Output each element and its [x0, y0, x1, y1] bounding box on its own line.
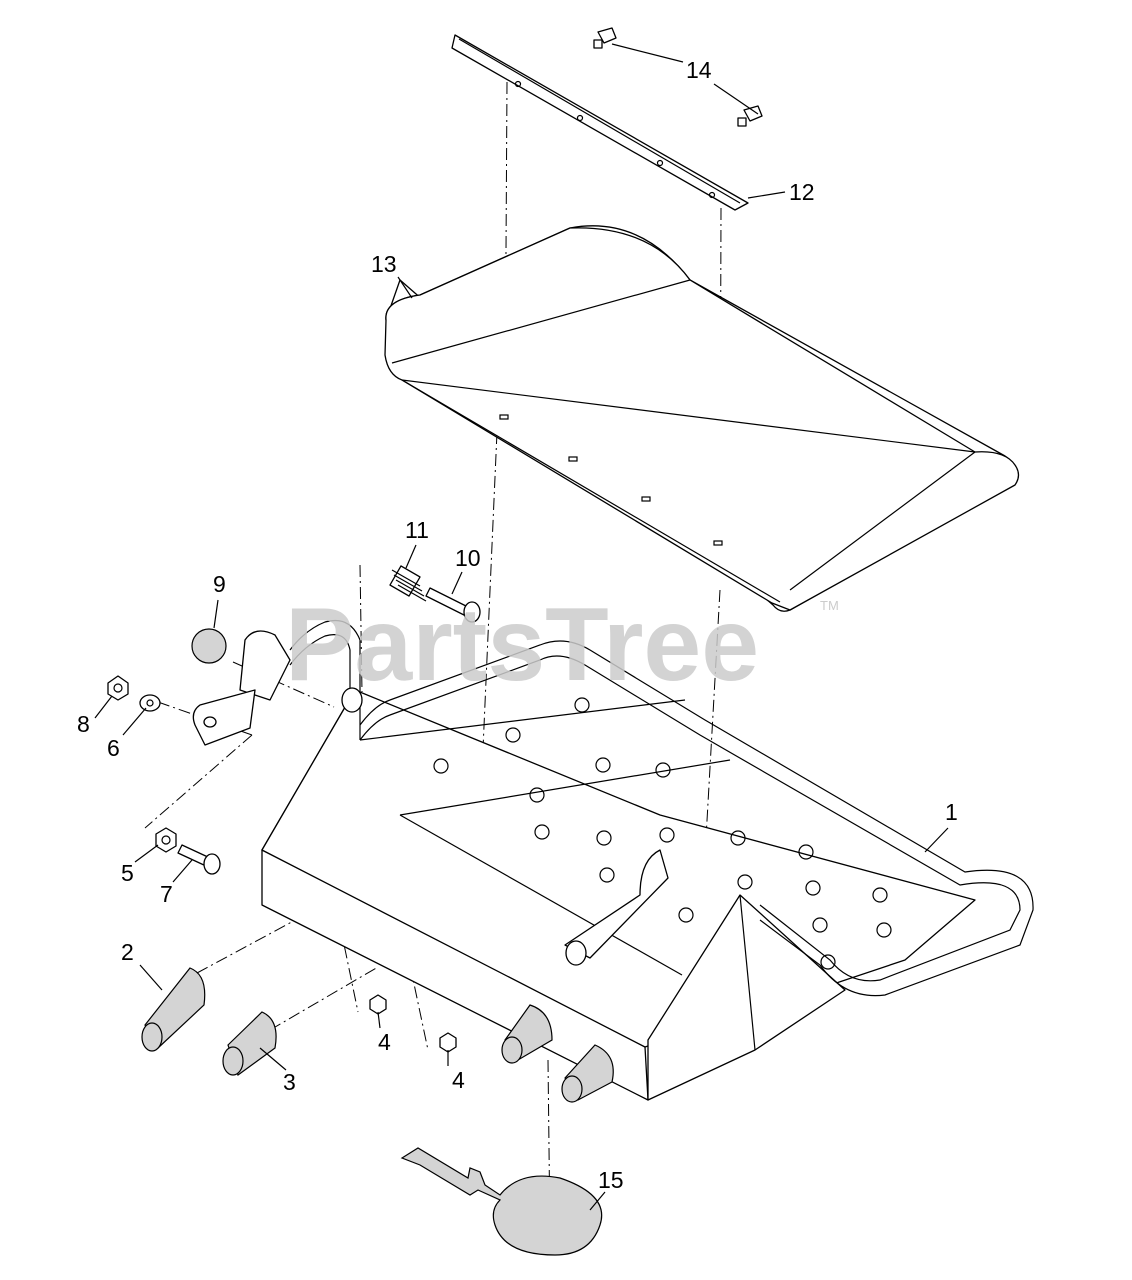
callout-4a: 4 [378, 1029, 391, 1055]
callout-12: 12 [789, 179, 815, 205]
watermark-trademark: TM [820, 598, 839, 613]
bumper-front-1 [501, 1004, 553, 1064]
part-4-nut-b [439, 1032, 457, 1053]
part-7-bolt [177, 844, 221, 875]
part-4-nut-a [369, 994, 387, 1015]
platform-holes [433, 697, 892, 970]
callout-13: 13 [371, 251, 397, 277]
part-12-flap [451, 34, 749, 211]
callout-3: 3 [283, 1069, 296, 1095]
callout-8: 8 [77, 711, 90, 737]
callout-1: 1 [945, 799, 958, 825]
bumper-front-2 [561, 1044, 614, 1103]
part-10-pin [425, 587, 481, 623]
part-2-bumper [141, 967, 206, 1052]
callout-14: 14 [686, 57, 712, 83]
leader-lines [94, 43, 949, 1211]
callout-7: 7 [160, 881, 173, 907]
callout-6: 6 [107, 735, 120, 761]
part-14-bolts [593, 27, 763, 127]
callout-9: 9 [213, 571, 226, 597]
part-8-nut [107, 675, 129, 701]
part-15-decal [400, 1147, 603, 1256]
callout-2: 2 [121, 939, 134, 965]
watermark: PartsTree [285, 587, 759, 703]
rear-hinge-bracket [192, 619, 363, 746]
callout-4b: 4 [452, 1067, 465, 1093]
callout-labels: 1 2 3 4 4 5 6 7 8 9 10 11 12 13 14 15 [77, 57, 958, 1193]
callout-15: 15 [598, 1167, 624, 1193]
part-9-knob [191, 628, 227, 664]
part-5-nut [155, 827, 177, 853]
callout-5: 5 [121, 860, 134, 886]
part-6-washer [139, 694, 161, 712]
callout-10: 10 [455, 545, 481, 571]
part-13-floor-pan [384, 225, 1020, 612]
part-11-spring [389, 565, 427, 602]
callout-11: 11 [405, 517, 429, 543]
part-3-bumper [222, 1011, 277, 1076]
